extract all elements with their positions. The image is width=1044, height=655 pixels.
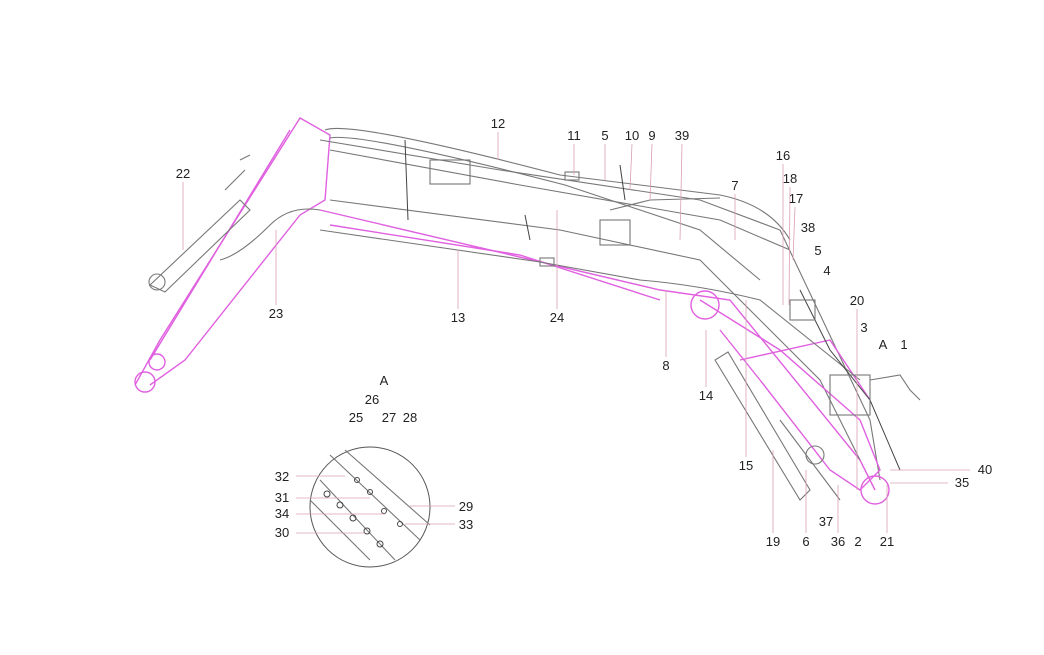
label-21: 21: [880, 534, 894, 549]
label-18: 18: [783, 171, 797, 186]
label-12: 12: [491, 116, 505, 131]
label-8: 8: [662, 358, 669, 373]
leader-lines: [182, 132, 970, 534]
inset-label-26: 26: [365, 392, 379, 407]
label-13: 13: [451, 310, 465, 325]
inset-label-32: 32: [275, 469, 289, 484]
inset-label-31: 31: [275, 490, 289, 505]
inset-label-29: 29: [459, 499, 473, 514]
label-37: 37: [819, 514, 833, 529]
label-2: 2: [854, 534, 861, 549]
label-20: 20: [850, 293, 864, 308]
label-7: 7: [731, 178, 738, 193]
boom-structure: [319, 139, 890, 505]
label-6: 6: [802, 534, 809, 549]
label-22: 22: [176, 166, 190, 181]
label-11: 11: [567, 128, 581, 143]
label-40: 40: [978, 462, 992, 477]
inset-title-a: A: [380, 373, 389, 388]
label-23: 23: [269, 306, 283, 321]
inset-label-28: 28: [403, 410, 417, 425]
label-5b: 5: [814, 243, 821, 258]
label-36: 36: [831, 534, 845, 549]
label-10: 10: [625, 128, 639, 143]
label-17: 17: [789, 191, 803, 206]
label-24: 24: [550, 310, 564, 325]
label-14: 14: [699, 388, 713, 403]
label-38: 38: [801, 220, 815, 235]
label-35: 35: [955, 475, 969, 490]
arm-structure: [134, 117, 331, 393]
inset-label-34: 34: [275, 506, 289, 521]
inset-label-27: 27: [382, 410, 396, 425]
label-5: 5: [601, 128, 608, 143]
label-16: 16: [776, 148, 790, 163]
inset-label-25: 25: [349, 410, 363, 425]
label-4: 4: [823, 263, 830, 278]
detail-inset-a: [309, 446, 431, 568]
part-labels: 12 11 5 10 9 39 16 18 17 7 38 5 4 22 23 …: [176, 116, 992, 549]
inset-label-30: 30: [275, 525, 289, 540]
label-39: 39: [675, 128, 689, 143]
label-9: 9: [648, 128, 655, 143]
label-19: 19: [766, 534, 780, 549]
inset-label-33: 33: [459, 517, 473, 532]
hydraulic-hoses: [319, 127, 921, 471]
label-3: 3: [860, 320, 867, 335]
label-15: 15: [739, 458, 753, 473]
label-1: 1: [900, 337, 907, 352]
label-a: A: [879, 337, 888, 352]
